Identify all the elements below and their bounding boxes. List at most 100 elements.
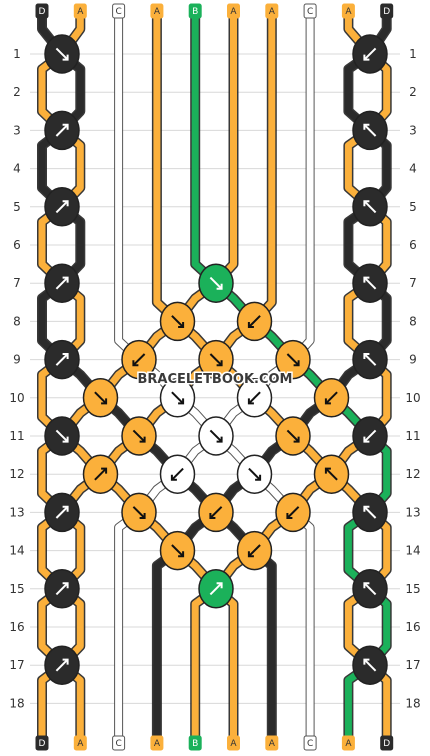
row-label: 14 xyxy=(9,544,24,558)
row-label: 5 xyxy=(409,200,417,214)
knot xyxy=(44,569,80,609)
knot xyxy=(198,492,234,533)
knot-arrow-icon xyxy=(286,506,300,519)
knot xyxy=(44,492,80,533)
string-label-box xyxy=(303,735,317,751)
string-label-box xyxy=(150,735,164,751)
row-label: 13 xyxy=(405,505,420,519)
knot-arrowhead-icon xyxy=(62,276,69,283)
knot xyxy=(44,263,80,303)
knot-arrow-icon xyxy=(55,276,69,290)
row-label: 1 xyxy=(13,47,21,61)
string-label-box xyxy=(112,3,126,19)
knot-arrowhead-icon xyxy=(62,658,69,665)
row-label: 3 xyxy=(13,123,21,137)
knot-arrow-icon xyxy=(363,506,377,519)
row-label: 12 xyxy=(9,467,24,481)
row-label: 14 xyxy=(405,544,420,558)
knot xyxy=(352,339,388,380)
row-label: 16 xyxy=(9,620,24,634)
row-label: 10 xyxy=(405,391,420,405)
string-label-box xyxy=(341,3,355,19)
knot-arrow-icon xyxy=(209,429,223,443)
string-label-box xyxy=(35,3,49,19)
knot-arrow-icon xyxy=(325,467,338,481)
string-label: C xyxy=(115,739,121,749)
knot-arrowhead-icon xyxy=(178,551,185,558)
row-label: 5 xyxy=(13,200,21,214)
knot-arrow-icon xyxy=(363,353,377,366)
row-label: 12 xyxy=(405,467,420,481)
knot xyxy=(121,339,157,380)
knot xyxy=(198,339,234,380)
row-label: 17 xyxy=(9,658,24,672)
string-label: A xyxy=(269,739,276,749)
watermark-text: BRACELETBOOK.COM xyxy=(138,372,293,387)
knot xyxy=(198,416,234,456)
knot xyxy=(352,645,388,685)
knot-arrow-icon xyxy=(363,582,377,596)
knot-arrow-icon xyxy=(209,276,223,290)
knot-arrow-icon xyxy=(132,506,146,519)
string-label-box xyxy=(380,3,394,19)
knot xyxy=(352,416,388,456)
knot-arrowhead-icon xyxy=(62,436,69,443)
knot-arrowhead-icon xyxy=(209,513,216,519)
row-label: 4 xyxy=(13,162,21,176)
row-label: 3 xyxy=(409,123,417,137)
knot-arrowhead-icon xyxy=(363,658,370,665)
watermark-outline: BRACELETBOOK.COM xyxy=(138,372,293,387)
row-label: 6 xyxy=(409,238,417,252)
knot xyxy=(352,187,388,227)
string-label: D xyxy=(383,7,390,17)
row-label: 9 xyxy=(409,353,417,367)
knot-arrow-icon xyxy=(55,582,69,596)
string-label-box xyxy=(35,735,49,751)
knot-arrowhead-icon xyxy=(363,582,370,589)
string-label: A xyxy=(154,7,161,17)
knot-arrowhead-icon xyxy=(62,353,69,359)
knot xyxy=(352,569,388,609)
knot-arrowhead-icon xyxy=(363,54,370,61)
knot-arrow-icon xyxy=(363,47,377,61)
knot xyxy=(44,187,80,227)
knot-arrowhead-icon xyxy=(101,467,108,474)
string-label-box xyxy=(188,735,202,751)
knot-arrowhead-icon xyxy=(255,474,262,481)
knot-arrowhead-icon xyxy=(247,322,254,328)
knots xyxy=(44,34,388,685)
knot-arrow-icon xyxy=(94,467,107,481)
knot-arrowhead-icon xyxy=(139,513,146,519)
knot xyxy=(313,378,350,418)
knot xyxy=(275,339,311,380)
knot-arrowhead-icon xyxy=(139,436,146,443)
string-label: C xyxy=(307,739,313,749)
knot-arrow-icon xyxy=(171,544,184,557)
knot-arrowhead-icon xyxy=(216,582,223,589)
knot-arrow-icon xyxy=(55,506,69,519)
string-label-box xyxy=(112,735,126,751)
knot xyxy=(44,645,80,685)
string-label-box xyxy=(188,3,202,19)
knot-arrowhead-icon xyxy=(247,398,254,405)
string-label: C xyxy=(307,7,313,17)
thread-A xyxy=(153,6,391,749)
knot-arrowhead-icon xyxy=(62,505,69,512)
knot-arrowhead-icon xyxy=(363,123,370,130)
row-label: 6 xyxy=(13,238,21,252)
knot xyxy=(44,34,80,74)
string-label: D xyxy=(39,739,46,749)
row-label: 8 xyxy=(409,314,417,328)
row-label: 2 xyxy=(409,85,417,99)
knot-arrow-icon xyxy=(363,124,377,137)
knot xyxy=(159,530,196,571)
knot-arrow-icon xyxy=(55,353,69,366)
string-label: A xyxy=(269,7,276,17)
knot-arrowhead-icon xyxy=(178,322,185,328)
knot xyxy=(352,110,388,151)
knot-arrowhead-icon xyxy=(216,283,223,290)
string-label-box xyxy=(380,735,394,751)
